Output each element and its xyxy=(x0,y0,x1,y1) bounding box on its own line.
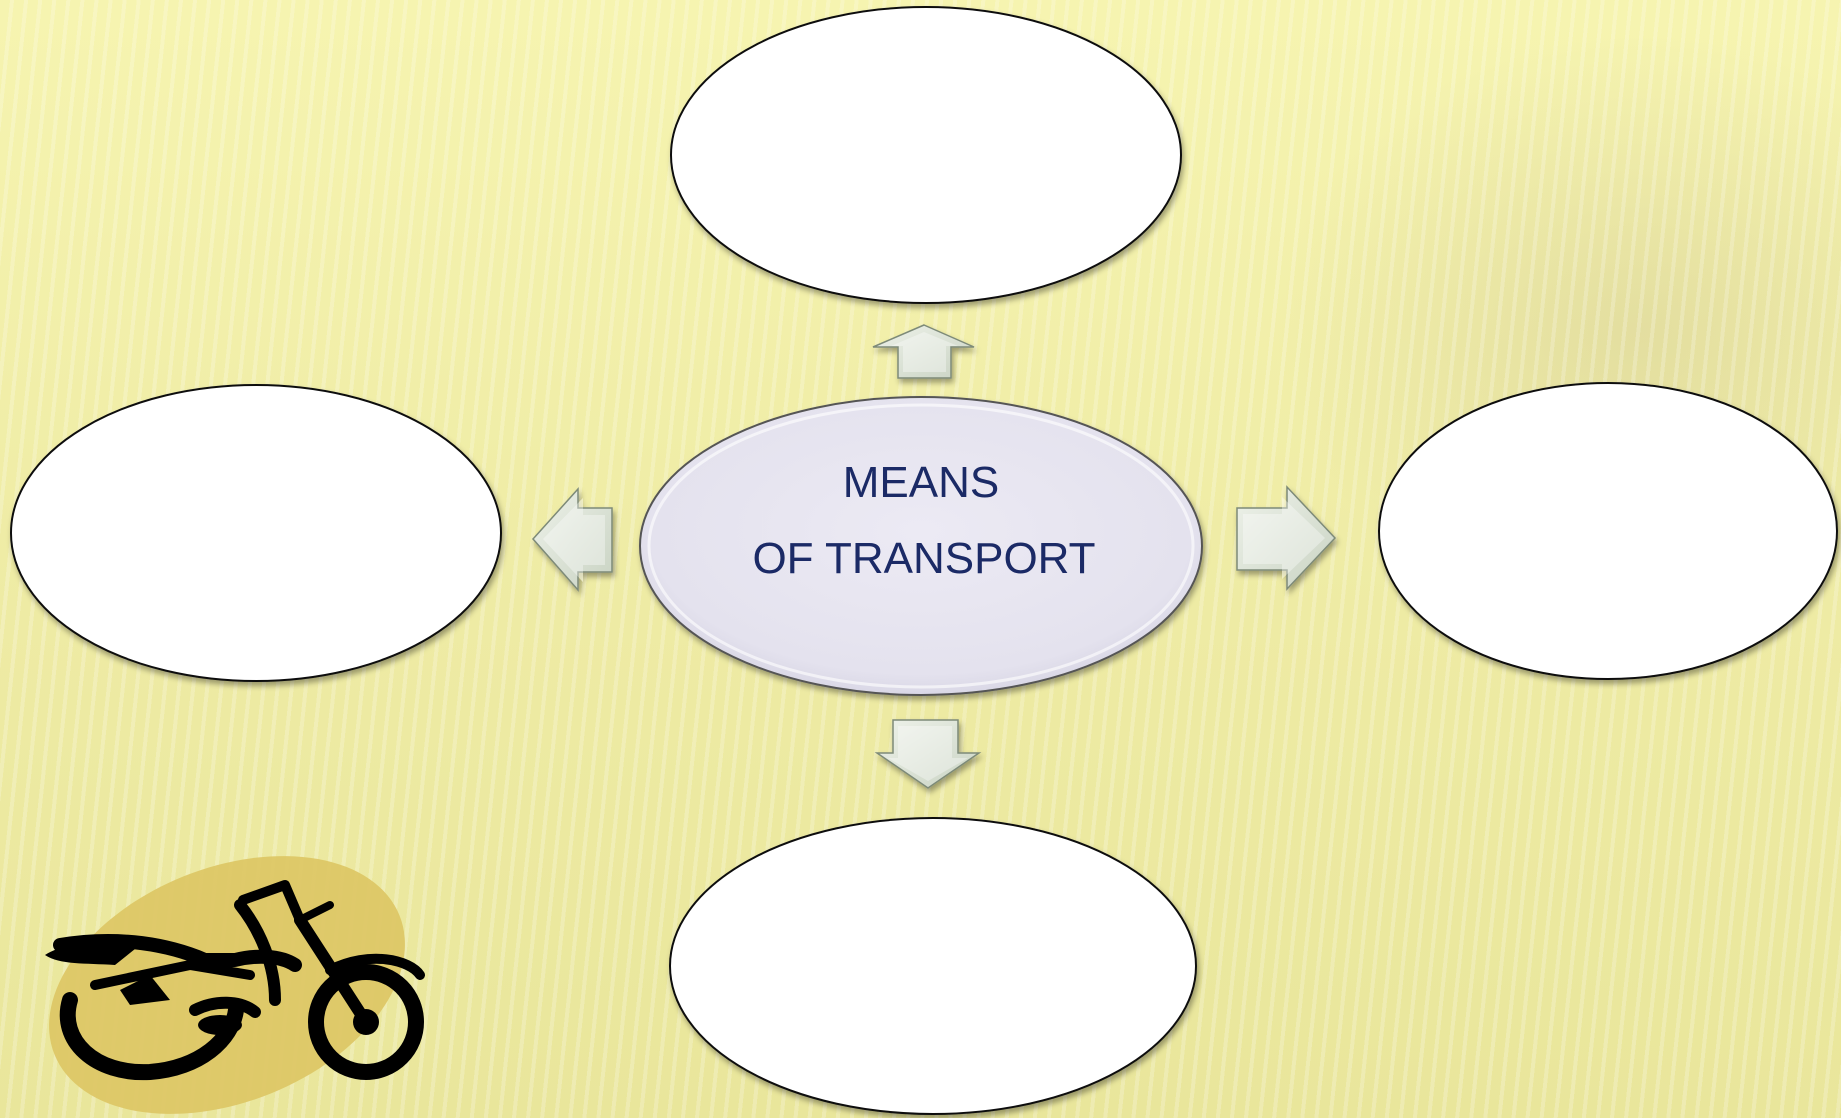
left-bubble xyxy=(10,384,502,682)
bottom-bubble xyxy=(669,817,1197,1115)
arrow-down-icon xyxy=(874,719,982,789)
center-title-line1: MEANS xyxy=(843,458,999,507)
arrow-up-icon xyxy=(872,324,975,379)
motorcycle-icon xyxy=(45,856,425,1114)
arrow-right-icon xyxy=(1236,485,1337,591)
center-title-line2: OF TRANSPORT xyxy=(752,534,1095,583)
top-bubble xyxy=(670,6,1182,304)
right-bubble xyxy=(1378,382,1838,680)
center-bubble-highlight xyxy=(647,403,1195,689)
arrow-left-icon xyxy=(531,487,613,592)
center-bubble xyxy=(639,396,1203,696)
